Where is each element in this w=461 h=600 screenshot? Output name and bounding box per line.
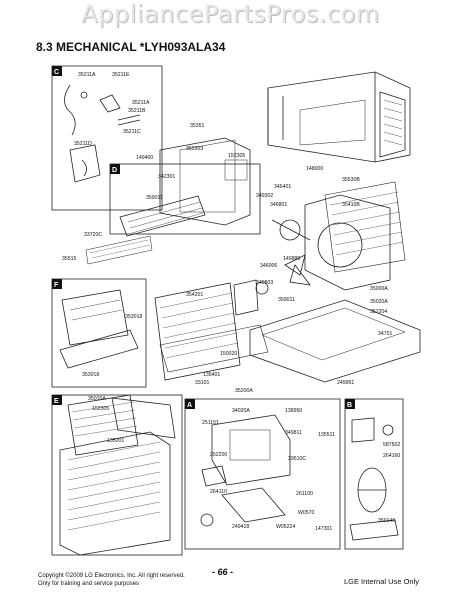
part-label: 349302 — [256, 193, 273, 199]
part-label: 349811 — [285, 430, 302, 436]
part-label: 135401 — [203, 372, 220, 378]
part-label: 35530B — [342, 177, 360, 183]
section-badge-e: E — [54, 398, 59, 405]
cabinet-shell — [267, 71, 411, 163]
part-label: 33101 — [195, 380, 210, 386]
part-label: 35200A — [235, 388, 253, 394]
part-label: 35211E — [112, 72, 130, 78]
part-label: 35515 — [62, 256, 77, 262]
part-label: 135511 — [318, 432, 335, 438]
section-badge-f: F — [54, 282, 59, 289]
part-label: 33720C — [84, 232, 102, 238]
filter-strip — [85, 235, 153, 265]
part-label: 352303 — [186, 146, 203, 152]
section-a-box — [184, 398, 341, 550]
fan-blade — [284, 254, 311, 286]
part-label: 35000A — [370, 286, 388, 292]
evaporator-coil — [154, 282, 241, 381]
part-label: 135201 — [107, 438, 124, 444]
part-label: 34701 — [378, 331, 393, 337]
section-d-box — [109, 163, 261, 235]
section-c-box — [51, 65, 163, 211]
part-label: 35211B — [128, 108, 146, 114]
section-badge-d: D — [112, 167, 117, 174]
section-e-box — [51, 394, 183, 556]
condenser-coil — [324, 181, 406, 273]
part-label: 587502 — [383, 442, 400, 448]
part-label: 150020 — [220, 351, 237, 357]
part-label: 35010A — [88, 396, 106, 402]
section-badge-a: A — [187, 402, 192, 409]
part-label: 359011 — [146, 195, 163, 201]
page-number: - 66 - — [212, 567, 234, 577]
part-label: 349803 — [256, 280, 273, 286]
part-label: 149400 — [136, 155, 153, 161]
part-label: 346801 — [270, 202, 287, 208]
section-f-box — [51, 278, 147, 388]
part-label: 346401 — [274, 184, 291, 190]
internal-use-text: LGE Internal Use Only — [343, 577, 419, 586]
part-label: 147301 — [315, 526, 332, 532]
part-label: 359011 — [278, 297, 295, 303]
page-title: 8.3 MECHANICAL *LYH093ALA34 — [36, 40, 226, 54]
inlet-grille — [67, 394, 139, 456]
base-pan — [249, 299, 421, 383]
section-badge-b: B — [347, 402, 352, 409]
part-labels: 35211A 35211E 35211A 35211B 35211C 35211… — [62, 72, 400, 532]
part-label: 35410B — [342, 202, 360, 208]
part-label: 350140 — [378, 518, 395, 524]
part-label: 251151 — [202, 420, 219, 426]
part-label: 342301 — [158, 174, 175, 180]
part-label: 148000 — [306, 166, 323, 172]
part-label: W0570 — [298, 510, 315, 516]
part-label: 34020A — [232, 408, 250, 414]
section-badge-c: C — [54, 69, 59, 76]
part-label: 149880 — [283, 256, 300, 262]
fan-motor — [279, 219, 301, 241]
part-label: 353018 — [82, 372, 99, 378]
part-label: 152305 — [92, 406, 109, 412]
shroud — [304, 194, 391, 291]
part-label: 249418 — [232, 524, 249, 530]
part-label: 346006 — [260, 263, 277, 269]
part-label: 35211A — [132, 100, 150, 106]
part-label: 352204 — [370, 309, 387, 315]
part-label: 264110 — [210, 489, 227, 495]
cross-flow-fan — [119, 195, 206, 237]
watermark: AppliancePartsPros.com — [81, 0, 380, 28]
part-label: 264160 — [383, 453, 400, 459]
part-label: 35211C — [123, 129, 141, 135]
front-grille — [59, 431, 171, 556]
control-box — [211, 414, 291, 486]
section-b-box — [344, 398, 404, 550]
part-label: 35211D — [74, 141, 92, 147]
part-label: 35211A — [78, 72, 96, 78]
part-label: 35351 — [190, 123, 205, 129]
part-label: 353018 — [125, 314, 142, 320]
part-label: W05224 — [276, 524, 295, 530]
part-label: 249951 — [337, 380, 354, 386]
part-label: 35020A — [370, 299, 388, 305]
part-label: 138950 — [285, 408, 302, 414]
part-label: 152305 — [228, 153, 245, 159]
part-label: 39510C — [288, 456, 306, 462]
part-label: 252200 — [210, 452, 227, 458]
copyright-text: Copyright ©2009 LG Electronics. Inc. All… — [38, 573, 185, 579]
usage-text: Only for training and service purposes — [38, 581, 140, 587]
part-label: 354201 — [186, 292, 203, 298]
part-label: 261100 — [296, 491, 313, 497]
